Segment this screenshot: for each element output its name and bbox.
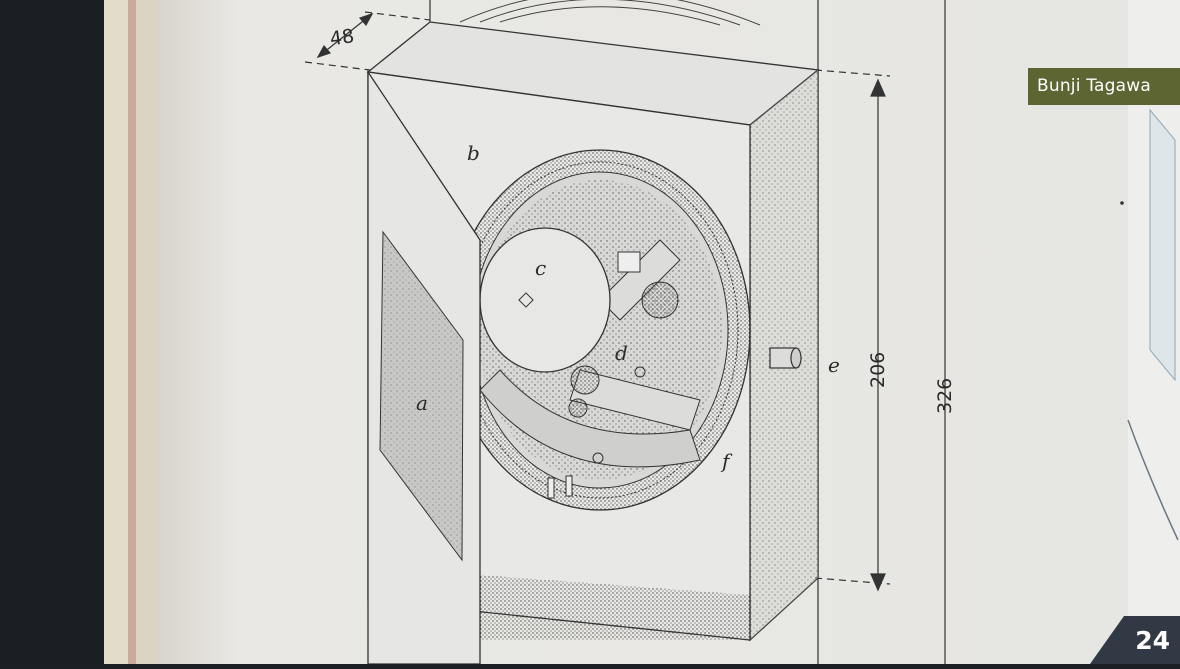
dark-background bbox=[0, 0, 104, 664]
author-caption: Bunji Tagawa bbox=[1028, 68, 1180, 105]
box-base-shading bbox=[480, 575, 750, 640]
next-page-figure bbox=[1149, 108, 1176, 382]
page-stack-inner bbox=[136, 0, 158, 664]
book-spine-edge bbox=[128, 0, 136, 664]
top-arcs bbox=[459, 0, 761, 26]
dimension-48: 48 bbox=[329, 25, 356, 50]
label-c: c bbox=[535, 256, 546, 280]
mechanism bbox=[449, 149, 751, 511]
label-d: d bbox=[615, 341, 628, 365]
page-mark bbox=[1120, 201, 1124, 205]
label-a: a bbox=[416, 391, 428, 415]
label-e: e bbox=[828, 353, 840, 377]
dimension-206: 206 bbox=[867, 352, 889, 388]
dimension-326: 326 bbox=[934, 378, 956, 414]
knob bbox=[769, 347, 802, 369]
next-page-line bbox=[1127, 419, 1179, 541]
label-b: b bbox=[467, 141, 480, 165]
